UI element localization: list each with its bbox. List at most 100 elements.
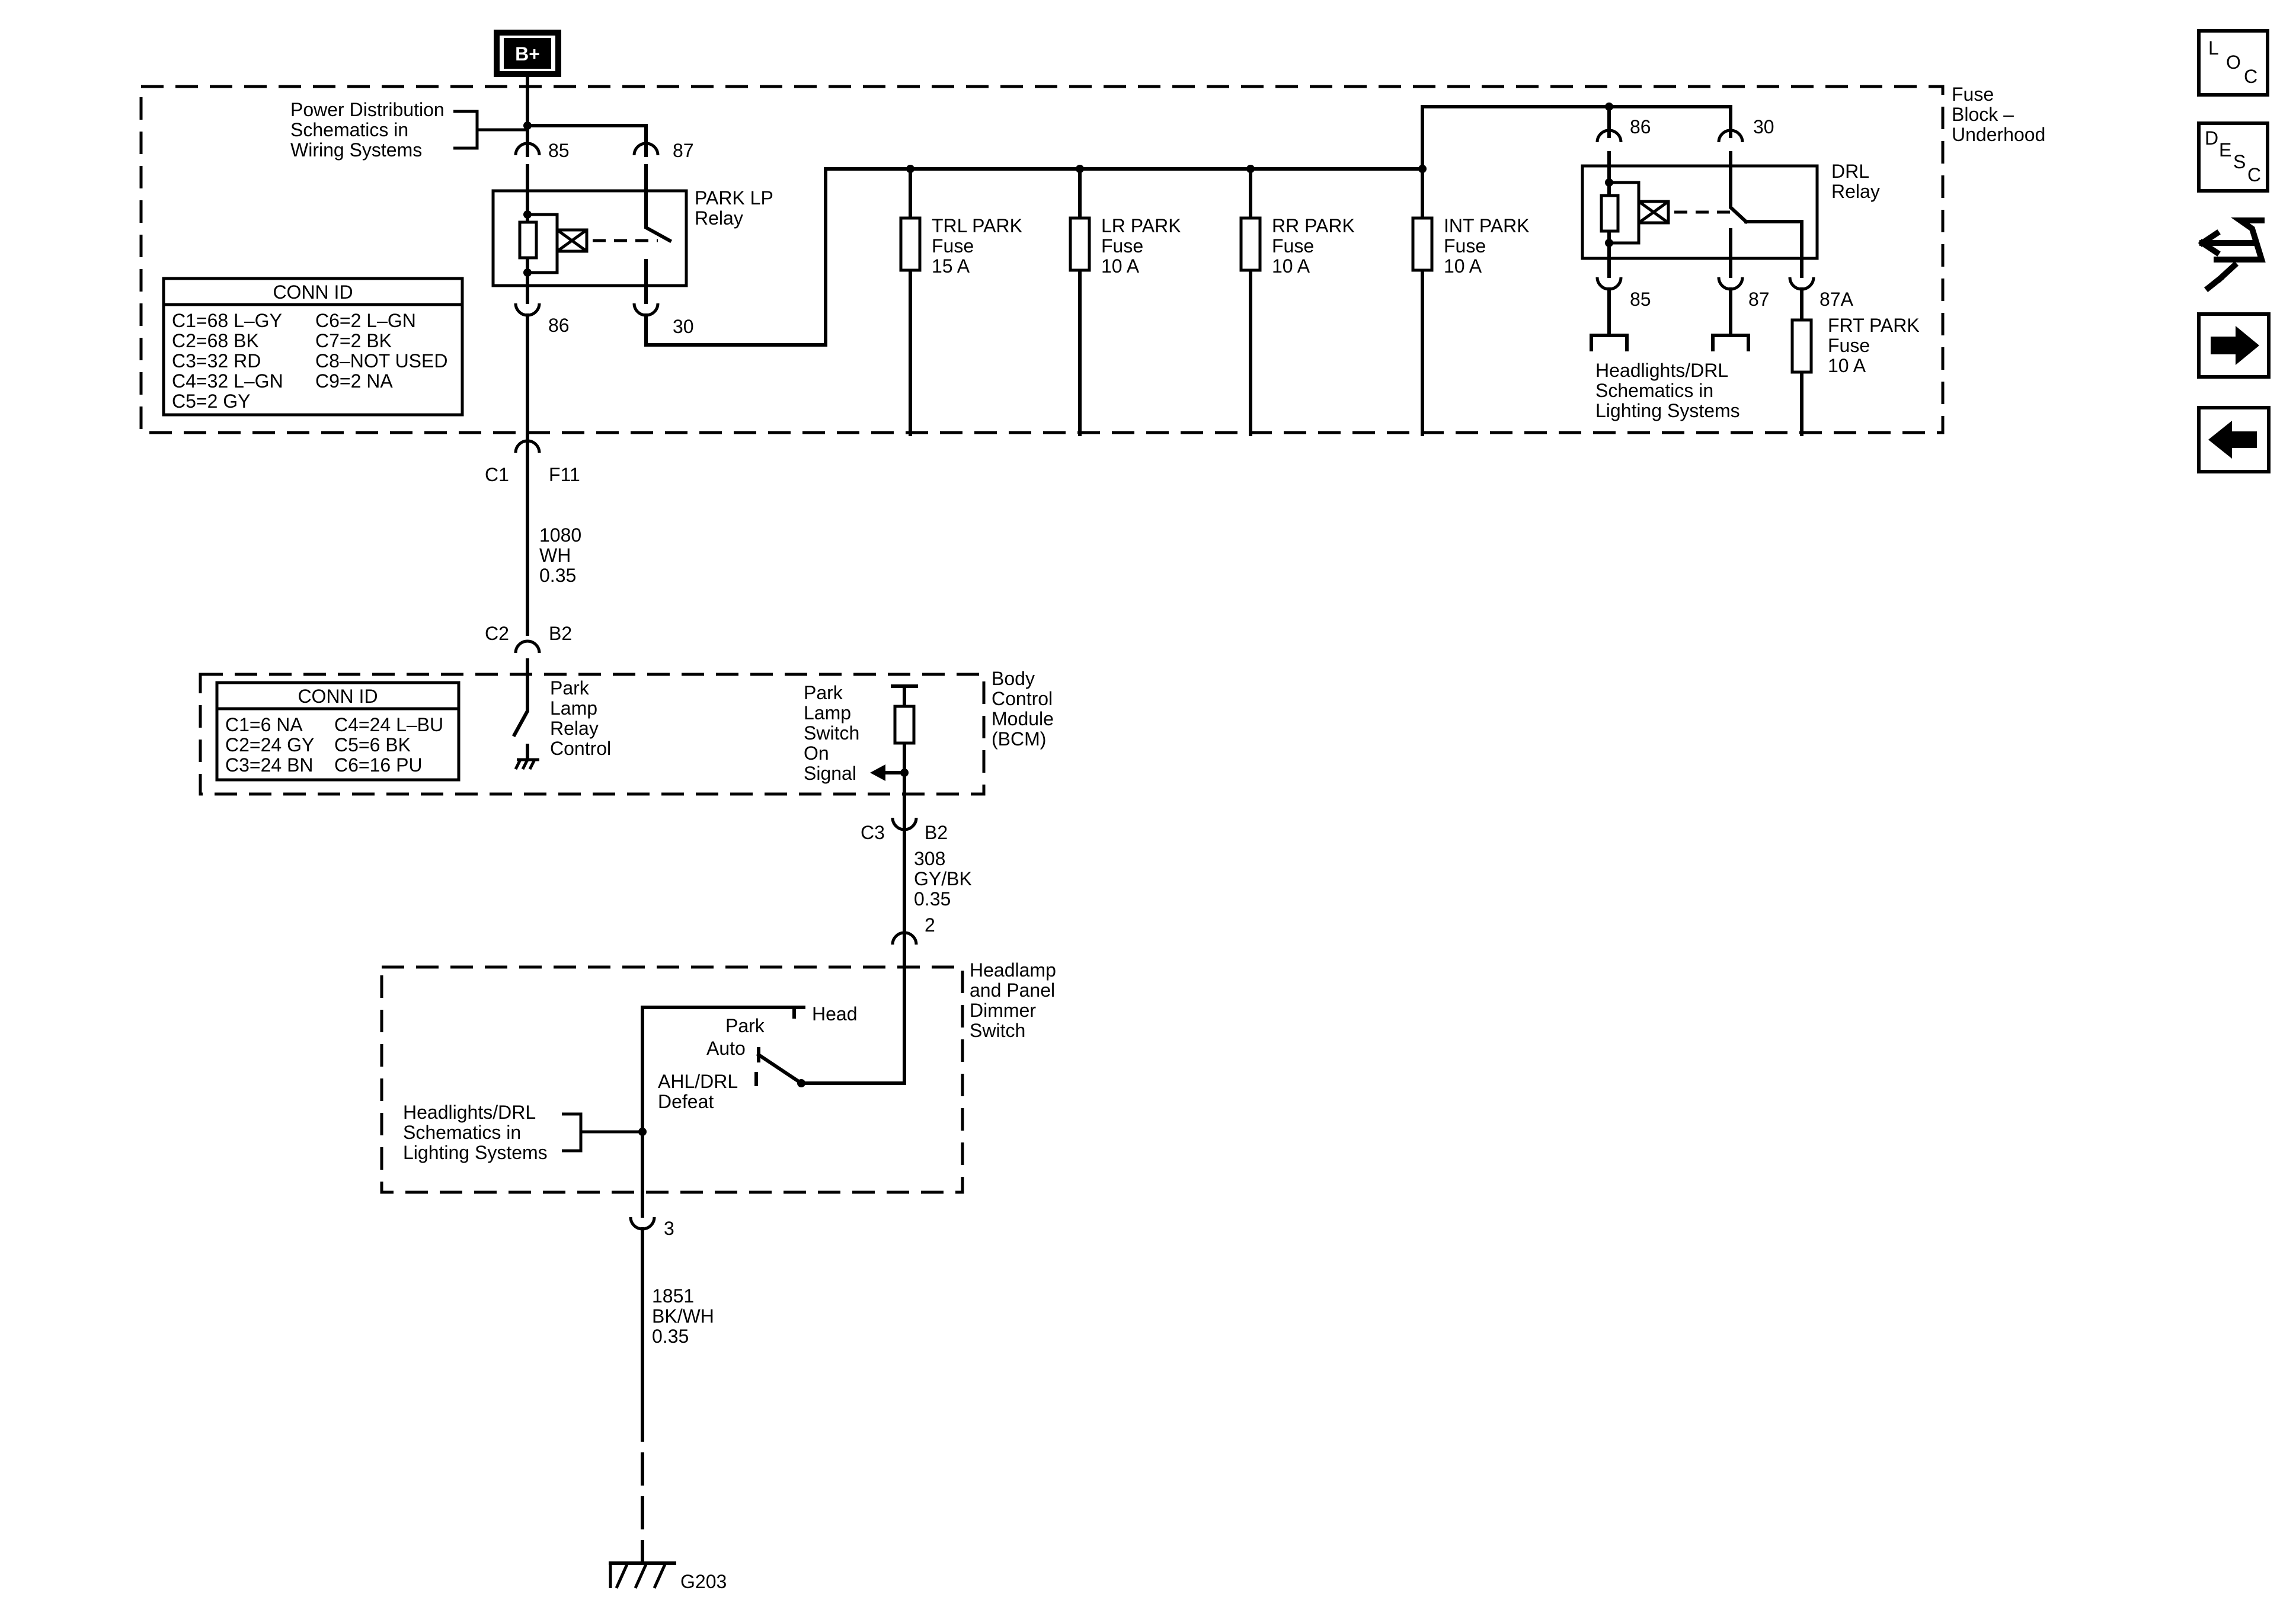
dimmer-switch-boundary: [380, 965, 964, 1194]
ground-g203-icon: [609, 1551, 676, 1589]
desc-button[interactable]: D E S C: [2197, 121, 2269, 193]
svg-text:10 A: 10 A: [1828, 355, 1866, 376]
svg-text:Schematics in: Schematics in: [403, 1122, 521, 1143]
svg-text:and Panel: and Panel: [970, 980, 1055, 1001]
drl-relay-87-output: [1711, 287, 1750, 351]
svg-text:87: 87: [1748, 289, 1770, 310]
connector-b2-label: B2: [549, 623, 572, 644]
wire-1851-circuit: 1851: [652, 1285, 694, 1307]
svg-text:10 A: 10 A: [1272, 255, 1310, 277]
wire-308-color: GY/BK: [914, 868, 972, 889]
pin-2-label: 2: [925, 914, 935, 936]
svg-text:S: S: [2233, 151, 2246, 172]
fuse-rr-park: RR PARK Fuse 10 A: [1239, 165, 1355, 436]
svg-text:85: 85: [1630, 289, 1651, 310]
ground-g203-label: G203: [680, 1571, 727, 1592]
svg-text:C7=2 BK: C7=2 BK: [315, 330, 392, 351]
left-arrow-icon: [2208, 421, 2257, 459]
connector-c3-label: C3: [861, 822, 885, 843]
pin-3-label: 3: [664, 1218, 674, 1239]
svg-text:C2=68 BK: C2=68 BK: [172, 330, 259, 351]
wire-308-size: 0.35: [914, 888, 951, 910]
drl-relay-85-output: [1590, 287, 1629, 351]
svg-text:C8–NOT USED: C8–NOT USED: [315, 350, 447, 372]
fuse-block-label-2: Block –: [1952, 104, 2014, 125]
connector-f11-label: F11: [549, 464, 580, 485]
svg-text:Relay: Relay: [550, 718, 599, 739]
svg-text:30: 30: [673, 316, 694, 337]
svg-text:C4=32 L–GN: C4=32 L–GN: [172, 370, 283, 392]
fuse-int-park: INT PARK Fuse 10 A: [1411, 215, 1530, 277]
right-arrow-icon: [2211, 326, 2259, 365]
svg-text:15 A: 15 A: [932, 255, 970, 277]
svg-text:Fuse: Fuse: [1101, 235, 1143, 257]
bcm-boundary: [199, 673, 986, 796]
loc-button[interactable]: L O C: [2197, 29, 2269, 97]
svg-text:Lighting Systems: Lighting Systems: [403, 1142, 548, 1163]
park-lamp-relay: 85 87 PARK LP Relay 86 30: [491, 140, 773, 337]
relay-87-feed-wire: [526, 124, 648, 157]
svg-text:Relay: Relay: [695, 207, 743, 229]
next-arrow-button[interactable]: [2197, 312, 2271, 379]
svg-text:FRT PARK: FRT PARK: [1828, 315, 1920, 336]
svg-text:INT PARK: INT PARK: [1444, 215, 1530, 236]
headlights-drl-reference-bottom: Headlights/DRL Schematics in Lighting Sy…: [403, 1102, 647, 1163]
svg-text:C1=68 L–GY: C1=68 L–GY: [172, 310, 282, 331]
dimmer-switch-label: Headlamp and Panel Dimmer Switch: [970, 959, 1056, 1041]
bcm-label: Body Control Module (BCM): [992, 668, 1054, 750]
svg-text:Relay: Relay: [1831, 181, 1880, 202]
svg-text:Switch: Switch: [970, 1020, 1025, 1041]
fuse-block-conn-id-table: CONN ID C1=68 L–GY C2=68 BK C3=32 RD C4=…: [162, 277, 464, 417]
svg-text:DRL: DRL: [1831, 161, 1869, 182]
svg-text:10 A: 10 A: [1444, 255, 1482, 277]
drl-relay: 86 30 DRL Relay 85 87 87A: [1581, 116, 1880, 310]
svg-text:Park: Park: [804, 682, 843, 703]
position-head: Head: [812, 1003, 858, 1025]
svg-text:Lamp: Lamp: [804, 702, 851, 724]
svg-text:(BCM): (BCM): [992, 728, 1046, 750]
bcm-conn-id-table: CONN ID C1=6 NA C2=24 GY C3=24 BN C4=24 …: [215, 681, 461, 782]
park-relay-output-wire: [644, 167, 1424, 347]
dimmer-switch-contacts: Park Head Auto AHL/DRL Defeat: [641, 965, 906, 1134]
position-ahl-drl-defeat-1: AHL/DRL: [658, 1071, 738, 1092]
svg-text:E: E: [2219, 139, 2231, 161]
svg-text:Switch: Switch: [804, 722, 859, 744]
connector-tool-icon[interactable]: [2198, 217, 2266, 293]
svg-text:L: L: [2208, 37, 2219, 59]
svg-text:CONN ID: CONN ID: [273, 281, 353, 303]
svg-text:C5=2 GY: C5=2 GY: [172, 391, 251, 412]
svg-text:Lamp: Lamp: [550, 697, 597, 719]
wire-1080-circuit: 1080: [539, 524, 581, 546]
previous-arrow-button[interactable]: [2197, 406, 2271, 473]
svg-text:Headlamp: Headlamp: [970, 959, 1056, 981]
fuse-lr-park: LR PARK Fuse 10 A: [1069, 165, 1181, 436]
svg-text:86: 86: [548, 315, 570, 336]
position-auto: Auto: [706, 1038, 746, 1059]
svg-text:C6=2 L–GN: C6=2 L–GN: [315, 310, 416, 331]
wire-308-circuit: 308: [914, 848, 945, 869]
wire-1851-color: BK/WH: [652, 1305, 714, 1327]
svg-text:TRL PARK: TRL PARK: [932, 215, 1022, 236]
fuse-block-boundary: [139, 85, 1945, 434]
svg-text:LR PARK: LR PARK: [1101, 215, 1181, 236]
svg-text:C1=6 NA: C1=6 NA: [225, 714, 303, 735]
wire-1080-color: WH: [539, 545, 571, 566]
svg-text:85: 85: [548, 140, 570, 161]
svg-text:C: C: [2247, 164, 2261, 185]
svg-text:Module: Module: [992, 708, 1054, 729]
svg-text:Fuse: Fuse: [1444, 235, 1486, 257]
position-park: Park: [725, 1015, 765, 1036]
connector-c1-f11: [514, 439, 541, 453]
svg-text:Body: Body: [992, 668, 1035, 689]
svg-text:Fuse: Fuse: [1828, 335, 1870, 356]
svg-text:Wiring Systems: Wiring Systems: [290, 139, 422, 161]
svg-text:Lighting Systems: Lighting Systems: [1595, 400, 1740, 421]
bcm-park-lamp-switch-signal: Park Lamp Switch On Signal: [804, 682, 918, 808]
svg-text:Headlights/DRL: Headlights/DRL: [1595, 360, 1728, 381]
connector-c2-label: C2: [485, 623, 509, 644]
b-plus-label: B+: [515, 43, 540, 65]
connector-c3-b2: [891, 817, 918, 831]
wire-1851-size: 0.35: [652, 1326, 689, 1347]
connector-c2-b2: [514, 639, 541, 654]
svg-text:RR PARK: RR PARK: [1272, 215, 1355, 236]
